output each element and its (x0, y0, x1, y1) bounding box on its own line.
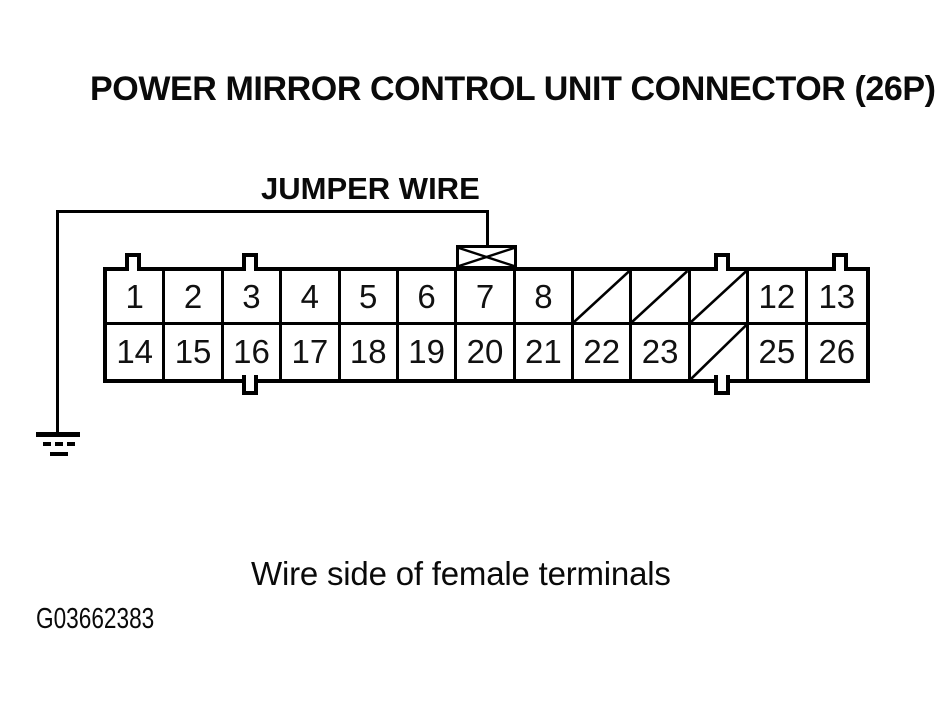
connector-cavity-13: 13 (807, 271, 866, 325)
connector-cavity-18: 18 (341, 325, 399, 379)
connector-cavity-blocked (574, 271, 633, 325)
figure-id: G03662383 (36, 603, 155, 635)
connector-cavity-6: 6 (398, 271, 458, 325)
connector-cavity-21: 21 (516, 325, 575, 379)
connector-cavity-1: 1 (107, 271, 166, 325)
connector-cavity-25: 25 (749, 325, 808, 379)
connector-cavity-20: 20 (457, 325, 516, 379)
connector-tab-top-3 (242, 253, 258, 271)
jumper-wire-pin7-lead (486, 210, 489, 248)
caption: Wire side of female terminals (251, 555, 671, 592)
connector-cavity-3: 3 (223, 271, 283, 325)
connector-cavity-8: 8 (515, 271, 575, 325)
connector-cavity-blocked (691, 325, 750, 379)
page-title: POWER MIRROR CONTROL UNIT CONNECTOR (26P… (90, 70, 936, 108)
jumper-wire-label: JUMPER WIRE (261, 171, 480, 206)
connector-cavity-4: 4 (282, 271, 341, 325)
connector-cavity-7: 7 (457, 271, 516, 325)
slash-icon (691, 325, 746, 379)
connector-cavity-22: 22 (574, 325, 633, 379)
x-icon (459, 248, 514, 266)
jumper-wire-ground-lead (56, 210, 59, 435)
connector-cavity-23: 23 (632, 325, 691, 379)
connector-tab-top-11 (714, 253, 730, 271)
connector-cavity-16: 16 (224, 325, 283, 379)
connector-cavity-19: 19 (399, 325, 458, 379)
connector-tab-top-1 (125, 253, 141, 271)
connector-cavity-26: 26 (818, 333, 856, 370)
connector-cavity-2: 2 (165, 271, 224, 325)
connector-tab-bottom-24 (714, 375, 730, 395)
slash-icon (632, 271, 687, 322)
connector-tab-top-13 (832, 253, 848, 271)
jumper-wire-horizontal-segment (56, 210, 489, 213)
connector-cavity-blocked (632, 271, 691, 325)
connector-cavity-15: 15 (165, 325, 224, 379)
jumper-terminal-marker (456, 245, 517, 269)
connector-cavity-14: 14 (107, 325, 166, 379)
connector-cavity-12: 12 (749, 271, 808, 325)
ground-icon-middle-bar (43, 442, 75, 446)
ground-icon-bottom-bar (50, 452, 68, 456)
connector-cavity-blocked (690, 271, 750, 325)
connector-tab-bottom-16 (242, 375, 258, 395)
connector-cavity-17: 17 (282, 325, 341, 379)
ground-icon (36, 432, 80, 437)
slash-icon (691, 271, 746, 322)
connector-cavity-5: 5 (340, 271, 399, 325)
slash-icon (574, 271, 629, 322)
